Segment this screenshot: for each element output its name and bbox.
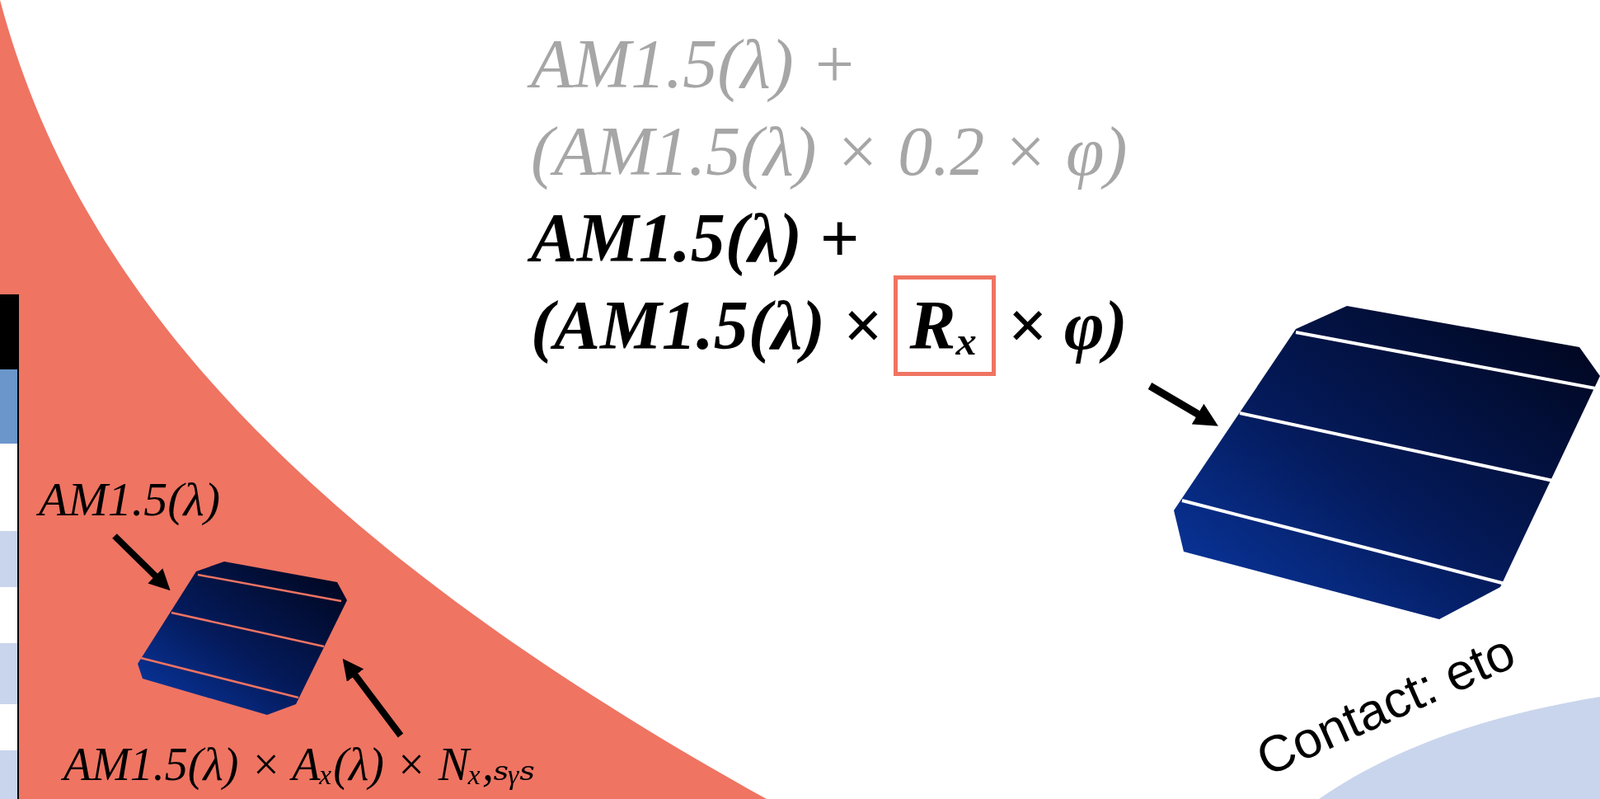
formula-grey: AM1.5(λ) + bbox=[530, 28, 858, 101]
irradiance-label: AM1.5(λ) × Aₓ(λ) × Nₓ,ₛᵧₛ bbox=[63, 740, 536, 789]
irradiance-label: AM1.5(λ) bbox=[38, 474, 221, 526]
table-strip bbox=[0, 294, 19, 799]
formula-bold: × φ) bbox=[1007, 289, 1128, 362]
formula-bold: (AM1.5(λ) × bbox=[530, 289, 883, 362]
solar-panel-small bbox=[137, 561, 348, 715]
formula-row: (AM1.5(λ) × × φ) Rₓ bbox=[530, 275, 1128, 376]
contact-text: Contact: eto bbox=[1248, 624, 1523, 785]
node-text: Rₓ bbox=[910, 289, 981, 362]
arrow bbox=[114, 535, 159, 579]
formula-bold: AM1.5(λ) + bbox=[530, 201, 859, 275]
arrow bbox=[352, 671, 401, 736]
highlight-box: Rₓ bbox=[893, 275, 996, 376]
solar-panel-large bbox=[1173, 305, 1600, 620]
formula-grey: (AM1.5(λ) × 0.2 × φ) bbox=[530, 115, 1127, 188]
arrow bbox=[1149, 385, 1202, 417]
